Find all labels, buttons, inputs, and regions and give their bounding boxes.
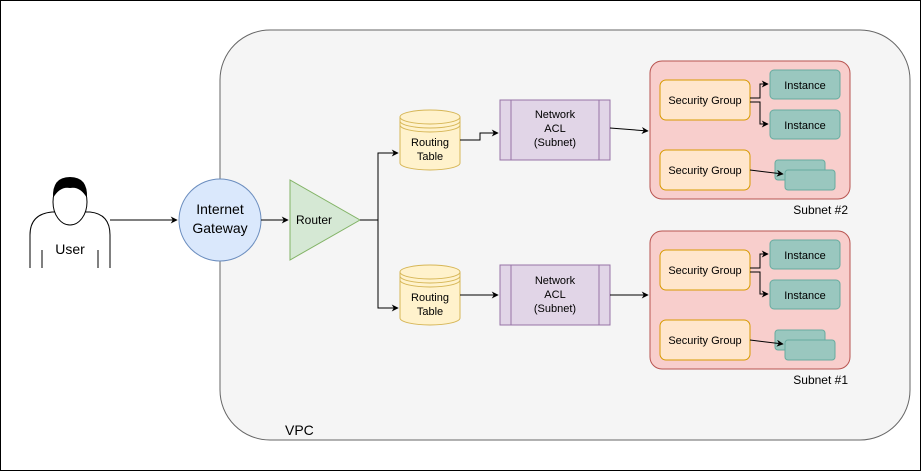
network-acl-top-line2: ACL [544, 123, 565, 135]
vpc-label: VPC [285, 422, 314, 438]
security-group-label: Security Group [668, 335, 741, 347]
edge-sg-bottom2-to-instances [749, 339, 784, 347]
instance-stack-top-front [784, 169, 836, 191]
security-group-bottom-1 [659, 249, 751, 291]
edge-router-to-routing-table-top [360, 149, 399, 221]
edge-acl-top-to-subnet [609, 127, 649, 134]
subnet-top-label: Subnet #2 [793, 203, 848, 217]
network-acl-bottom-line3: (Subnet) [534, 303, 576, 315]
connectors [110, 80, 784, 347]
network-acl-top-line1: Network [535, 109, 576, 121]
edge-sg-top1-to-instance1 [750, 80, 769, 99]
routing-table-top-line1: Routing [411, 137, 449, 149]
routing-table-bottom-line1: Routing [411, 292, 449, 304]
edge-routing-table-top-to-acl [460, 129, 499, 141]
router-label: Router [296, 213, 332, 227]
internet-gateway-label-line1: Internet [196, 201, 244, 217]
instance-top-2 [769, 109, 841, 140]
network-acl-bottom: Network ACL (Subnet) [499, 264, 611, 326]
subnet-bottom-label: Subnet #1 [793, 373, 848, 387]
edge-sg-bottom1-to-instance1 [750, 250, 769, 269]
subnet-top: Security Group Security Group Instance I… [649, 60, 851, 217]
edge-sg-top2-to-instances [749, 169, 784, 177]
user-label: User [55, 241, 85, 257]
edge-sg-bottom1-to-instance2 [750, 271, 769, 298]
network-acl-bottom-line2: ACL [544, 289, 565, 301]
routing-table-bottom-line2: Table [417, 306, 443, 318]
security-group-label: Security Group [668, 95, 741, 107]
instance-label: Instance [784, 250, 826, 262]
router [289, 179, 362, 261]
routing-table-top-line2: Table [417, 151, 443, 163]
edge-sg-top1-to-instance2 [750, 101, 769, 128]
network-acl-top-line3: (Subnet) [534, 137, 576, 149]
instance-label: Instance [784, 80, 826, 92]
edge-router-to-routing-table-bottom [377, 220, 399, 312]
routing-table-bottom: Routing Table [399, 264, 461, 326]
instance-label: Instance [784, 120, 826, 132]
instance-label: Instance [784, 290, 826, 302]
network-acl-bottom-line1: Network [535, 275, 576, 287]
routing-table-top: Routing Table [399, 109, 461, 171]
instance-bottom-1 [769, 239, 841, 270]
security-group-label: Security Group [668, 165, 741, 177]
network-acl-top: Network ACL (Subnet) [499, 99, 611, 161]
internet-gateway-label-line2: Gateway [192, 220, 247, 236]
instance-stack-bottom-front [784, 339, 836, 361]
instance-bottom-2 [769, 279, 841, 310]
user-actor: User [29, 177, 111, 268]
instance-top-1 [769, 69, 841, 100]
security-group-label: Security Group [668, 265, 741, 277]
subnet-bottom: Security Group Security Group Instance I… [649, 230, 851, 387]
security-group-top-1 [659, 79, 751, 121]
